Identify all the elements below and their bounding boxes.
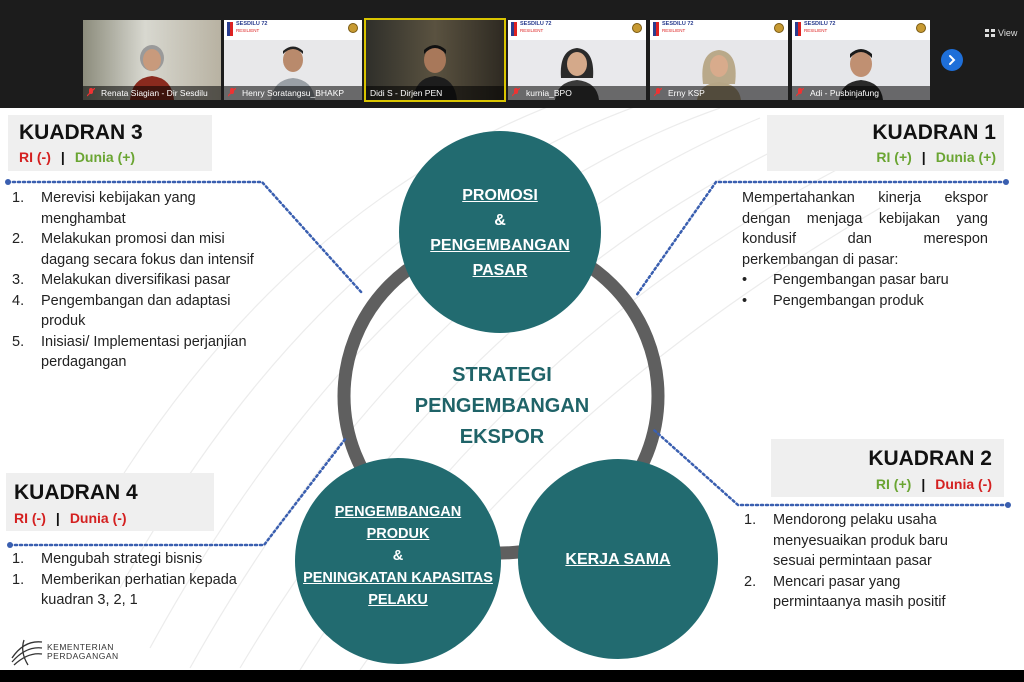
list-item: 1.Mendorong pelaku usaha menyesuaikan pr… bbox=[744, 512, 948, 569]
sesdilu-logo bbox=[227, 22, 233, 36]
circle-promosi-label: PROMOSI & PENGEMBANGAN PASAR bbox=[430, 187, 570, 279]
emblem-icon bbox=[774, 23, 784, 33]
kuadran-3-list: 1.Merevisi kebijakan yang menghambat 2.M… bbox=[12, 188, 274, 373]
kuadran-4-list: 1.Mengubah strategi bisnis 1.Memberikan … bbox=[12, 549, 242, 611]
connector-endpoints bbox=[5, 179, 1011, 548]
list-item: 1.Memberikan perhatian kepada kuadran 3,… bbox=[12, 571, 237, 609]
center-title: STRATEGI PENGEMBANGAN EKSPOR bbox=[414, 364, 590, 448]
list-item: •Pengembangan pasar baru bbox=[742, 272, 949, 288]
dotted-connectors bbox=[6, 180, 1010, 547]
list-item: 1.Merevisi kebijakan yang menghambat bbox=[12, 190, 196, 227]
list-item: 3.Melakukan diversifikasi pasar bbox=[12, 272, 231, 288]
list-item: 2.Mencari pasar yang permintaanya masih … bbox=[744, 573, 946, 611]
kuadran-3-status: RI (-)|Dunia (+) bbox=[19, 149, 136, 165]
participant-tile-active-speaker[interactable]: Didi S - Dirjen PEN bbox=[364, 18, 506, 102]
mic-muted-icon bbox=[87, 88, 95, 97]
sesdilu-logo bbox=[795, 22, 801, 36]
list-item: 2.Melakukan promosi dan misi dagang seca… bbox=[12, 231, 254, 268]
list-item: •Pengembangan produk bbox=[742, 292, 924, 309]
sesdilu-logo bbox=[511, 22, 517, 36]
kuadran-3-header bbox=[8, 115, 212, 171]
kuadran-4-status: RI (-)|Dunia (-) bbox=[14, 510, 127, 526]
kuadran-4-header bbox=[6, 473, 214, 531]
participant-name: kurnia_BPO bbox=[508, 86, 646, 100]
participant-name: Erny KSP bbox=[650, 86, 788, 100]
kuadran-3-title: KUADRAN 3 bbox=[19, 121, 143, 144]
participant-tile[interactable]: SESDILU 72 RESILIENT kurnia_BPO bbox=[508, 20, 646, 100]
grid-view-icon bbox=[985, 29, 995, 37]
event-banner: SESDILU 72 RESILIENT bbox=[224, 20, 362, 40]
event-banner: SESDILU 72 RESILIENT bbox=[508, 20, 646, 40]
mic-muted-icon bbox=[228, 88, 236, 97]
circle-promosi bbox=[399, 131, 601, 333]
event-banner: SESDILU 72 RESILIENT bbox=[792, 20, 930, 40]
view-button[interactable]: View bbox=[985, 26, 1021, 40]
shared-presentation-slide: STRATEGI PENGEMBANGAN EKSPOR PROMOSI & P… bbox=[0, 108, 1024, 670]
chevron-right-icon bbox=[949, 55, 956, 65]
kuadran-1-status: RI (+)|Dunia (+) bbox=[876, 149, 996, 165]
participant-tile[interactable]: SESDILU 72 RESILIENT Adi - Pusbinjafung bbox=[792, 20, 930, 100]
participant-tile[interactable]: Renata Siagian - Dir Sesdilu bbox=[83, 20, 221, 100]
next-page-button[interactable] bbox=[941, 49, 963, 71]
sesdilu-logo bbox=[653, 22, 659, 36]
participant-video-strip: Renata Siagian - Dir Sesdilu SESDILU 72 … bbox=[0, 0, 1024, 108]
emblem-icon bbox=[916, 23, 926, 33]
kementerian-perdagangan-logo bbox=[11, 639, 43, 666]
slide-graphics bbox=[5, 108, 1011, 670]
circle-kerja-sama bbox=[518, 459, 718, 659]
ministry-name: KEMENTERIAN PERDAGANGAN bbox=[47, 642, 119, 661]
kuadran-1-bullets: •Pengembangan pasar baru •Pengembangan p… bbox=[742, 270, 1002, 311]
mic-muted-icon bbox=[654, 88, 662, 97]
kuadran-2-header bbox=[771, 439, 1004, 497]
kuadran-1-title: KUADRAN 1 bbox=[872, 121, 996, 144]
event-banner: SESDILU 72 RESILIENT bbox=[650, 20, 788, 40]
participant-name: Henry Soratangsu_BHAKP bbox=[224, 86, 362, 100]
list-item: 1.Mengubah strategi bisnis bbox=[12, 551, 203, 567]
circle-kerja-sama-label: KERJA SAMA bbox=[565, 551, 671, 568]
participant-tile[interactable]: SESDILU 72 RESILIENT Erny KSP bbox=[650, 20, 788, 100]
emblem-icon bbox=[632, 23, 642, 33]
participant-name: Renata Siagian - Dir Sesdilu bbox=[83, 86, 221, 100]
kuadran-2-title: KUADRAN 2 bbox=[868, 447, 992, 470]
participant-name: Didi S - Dirjen PEN bbox=[366, 86, 504, 100]
participant-name: Adi - Pusbinjafung bbox=[792, 86, 930, 100]
list-item: 5.Inisiasi/ Implementasi perjanjian perd… bbox=[12, 333, 247, 371]
kuadran-1-paragraph: Mempertahankan kinerja ekspor dengan men… bbox=[742, 190, 988, 268]
participant-tile[interactable]: SESDILU 72 RESILIENT Henry Soratangsu_BH… bbox=[224, 20, 362, 100]
mic-muted-icon bbox=[796, 88, 804, 97]
kuadran-2-status: RI (+)|Dunia (-) bbox=[875, 476, 992, 492]
emblem-icon bbox=[348, 23, 358, 33]
bottom-border bbox=[0, 670, 1024, 682]
kuadran-2-list: 1.Mendorong pelaku usaha menyesuaikan pr… bbox=[744, 510, 974, 613]
kuadran-4-title: KUADRAN 4 bbox=[14, 481, 138, 504]
kuadran-1-header bbox=[767, 115, 1004, 171]
circle-pengembangan-produk-label: PENGEMBANGAN PRODUK & PENINGKATAN KAPASI… bbox=[303, 504, 493, 608]
list-item: 4.Pengembangan dan adaptasi produk bbox=[12, 292, 231, 330]
mic-muted-icon bbox=[512, 88, 520, 97]
circle-pengembangan-produk bbox=[295, 458, 501, 664]
